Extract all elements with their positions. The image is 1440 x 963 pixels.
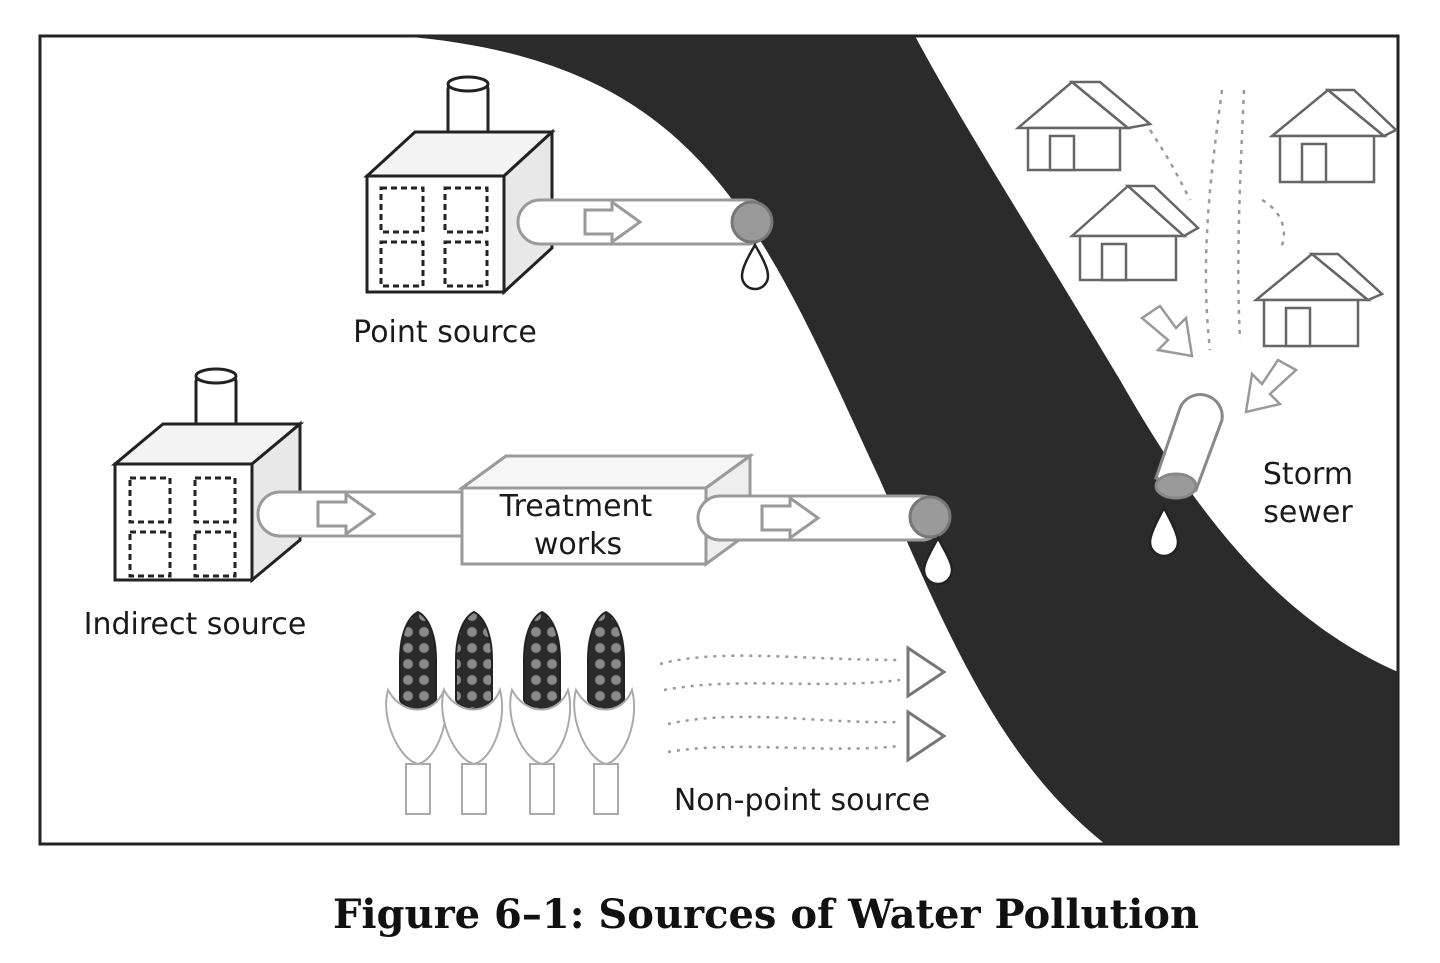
treatment-droplet	[922, 535, 954, 586]
treatment-label-line1: Treatment	[499, 489, 653, 524]
treatment-works	[457, 453, 755, 567]
point-source-droplet	[740, 242, 770, 291]
indirect-source-label: Indirect source	[84, 607, 307, 642]
treatment-label-line2: works	[534, 527, 622, 562]
house-1	[1014, 80, 1153, 172]
point-source-pipe	[516, 198, 774, 246]
house-2	[1268, 88, 1399, 184]
non-point-source-label: Non-point source	[674, 783, 930, 818]
indirect-source-pipe	[256, 490, 464, 538]
storm-sewer-label-line2: sewer	[1263, 495, 1353, 530]
runoff-flow	[1148, 89, 1286, 351]
corn-plant-4	[573, 610, 636, 815]
non-point-arrowheads	[906, 645, 947, 763]
river	[400, 36, 1398, 844]
figure-caption: Figure 6–1: Sources of Water Pollution	[333, 891, 1199, 938]
storm-sewer-pipe	[1154, 393, 1224, 500]
point-source-label: Point source	[353, 315, 537, 350]
corn-plant-1	[385, 610, 448, 815]
non-point-flow	[659, 654, 901, 754]
corn-plant-2	[441, 610, 504, 815]
treatment-outflow-pipe	[696, 494, 952, 542]
corn-plant-3	[509, 610, 572, 815]
storm-sewer-droplet	[1148, 505, 1180, 558]
storm-sewer-label-line1: Storm	[1263, 457, 1353, 492]
house-3	[1068, 184, 1201, 282]
runoff-arrows	[1139, 304, 1299, 414]
house-4	[1252, 252, 1385, 348]
